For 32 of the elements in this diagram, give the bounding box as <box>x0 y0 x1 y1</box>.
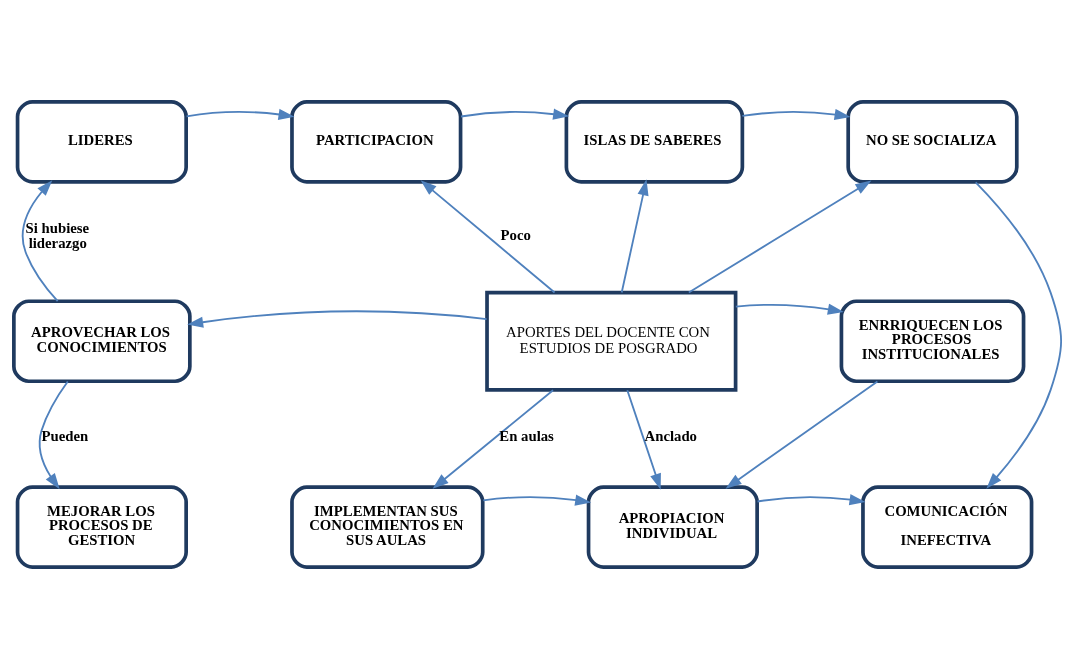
arrow <box>21 180 59 303</box>
arrow <box>482 494 592 506</box>
arrow <box>620 179 649 294</box>
node-box: APROVECHAR LOS CONOCIMIENTOS <box>12 299 192 384</box>
node-box: PARTICIPACION <box>290 100 463 184</box>
arrow <box>626 389 661 490</box>
arrow <box>38 380 69 490</box>
arrow <box>756 494 866 506</box>
arrow <box>741 109 851 121</box>
node-box: LIDERES <box>15 100 188 184</box>
arrow <box>734 303 844 315</box>
node-box: COMUNICACIÓN INEFECTIVA <box>861 485 1034 569</box>
arrow <box>187 310 488 328</box>
node-box: IMPLEMENTAN SUS CONOCIMIENTOS EN SUS AULAS <box>290 485 485 569</box>
arrow <box>420 180 556 294</box>
node-box: MEJORAR LOS PROCESOS DE GESTION <box>15 485 188 569</box>
node-box: APROPIACION INDIVIDUAL <box>586 485 759 569</box>
edge-label: Poco <box>500 226 531 243</box>
edge-label: Anclado <box>644 428 697 445</box>
node-box: ENRRIQUECEN LOS PROCESOS INSTITUCIONALES <box>839 299 1026 384</box>
arrow <box>687 180 872 294</box>
node-box: APORTES DEL DOCENTE CON ESTUDIOS DE POSGRADO <box>485 290 738 392</box>
edge-label: Si hubiese liderazgo <box>25 220 90 251</box>
edge-label: Pueden <box>41 428 89 445</box>
node-box: ISLAS DE SABERES <box>564 100 745 184</box>
arrow <box>725 380 879 489</box>
arrow <box>974 181 1063 489</box>
arrow <box>460 108 570 120</box>
arrow <box>185 108 295 120</box>
edge-label: En aulas <box>499 428 554 445</box>
arrow <box>432 389 554 489</box>
node-box: NO SE SOCIALIZA <box>846 100 1019 184</box>
